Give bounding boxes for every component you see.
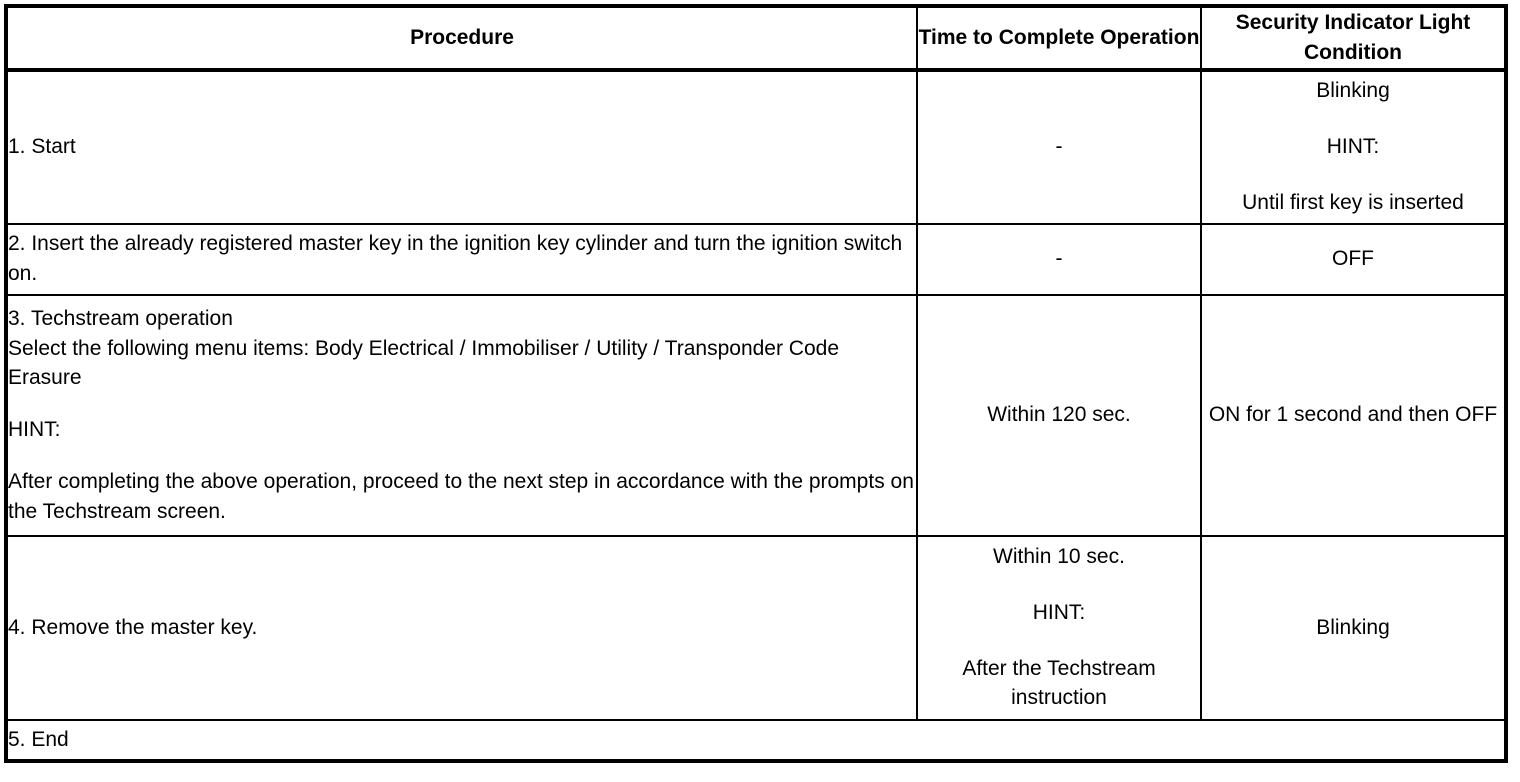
table-row-step-5: 5. End <box>6 718 1506 761</box>
cell-security-step-3: ON for 1 second and then OFF <box>1200 293 1506 537</box>
spacer <box>8 445 916 467</box>
procedure-step-3-hint-label: HINT: <box>8 418 61 442</box>
cell-time-step-2: - <box>916 222 1202 296</box>
spacer <box>8 393 916 415</box>
cell-time-step-4: Within 10 sec. HINT: After the Techstrea… <box>916 534 1202 721</box>
cell-security-step-1: Blinking HINT: Until first key is insert… <box>1200 68 1506 225</box>
security-hint-label: HINT: <box>1326 135 1380 159</box>
table-row-step-3: 3. Techstream operation Select the follo… <box>6 293 1506 537</box>
column-header-procedure: Procedure <box>6 6 918 72</box>
security-status-blinking: Blinking <box>1316 79 1390 103</box>
table-body: 1. Start - Blinking HINT: Until first ke… <box>6 68 1506 761</box>
time-hint-label-step-4: HINT: <box>1032 600 1086 624</box>
table-row-step-4: 4. Remove the master key. Within 10 sec.… <box>6 534 1506 721</box>
header-row: Procedure Time to Complete Operation Sec… <box>6 6 1506 72</box>
cell-time-step-3: Within 120 sec. <box>916 293 1202 537</box>
cell-procedure-step-2: 2. Insert the already registered master … <box>6 222 918 296</box>
spacer <box>1202 162 1504 188</box>
cell-time-step-1: - <box>916 68 1202 225</box>
spacer <box>918 628 1200 654</box>
cell-security-step-2: OFF <box>1200 222 1506 296</box>
cell-procedure-step-5: 5. End <box>6 718 1506 761</box>
procedure-step-3-title: 3. Techstream operation <box>8 306 233 330</box>
procedure-step-3-hint-text: After completing the above operation, pr… <box>8 469 920 523</box>
spacer <box>918 572 1200 598</box>
table-row-step-2: 2. Insert the already registered master … <box>6 222 1506 296</box>
column-header-time-to-complete-operation: Time to Complete Operation <box>916 6 1202 72</box>
column-header-security-indicator-light-condition: Security Indicator Light Condition <box>1200 6 1506 72</box>
security-hint-text: Until first key is inserted <box>1242 191 1464 215</box>
table-header: Procedure Time to Complete Operation Sec… <box>6 6 1506 72</box>
cell-procedure-step-1: 1. Start <box>6 68 918 225</box>
time-limit-step-4: Within 10 sec. <box>993 545 1125 568</box>
spacer <box>1202 106 1504 132</box>
cell-procedure-step-3: 3. Techstream operation Select the follo… <box>6 293 920 537</box>
cell-procedure-step-4: 4. Remove the master key. <box>6 534 918 721</box>
immobiliser-procedure-table: Procedure Time to Complete Operation Sec… <box>4 4 1508 763</box>
document-page: Procedure Time to Complete Operation Sec… <box>0 4 1520 782</box>
cell-security-step-4: Blinking <box>1200 534 1506 721</box>
time-hint-text-step-4: After the Techstream instruction <box>962 656 1162 710</box>
procedure-step-3-menu-path: Select the following menu items: Body El… <box>8 336 845 390</box>
table-row-step-1: 1. Start - Blinking HINT: Until first ke… <box>6 68 1506 225</box>
